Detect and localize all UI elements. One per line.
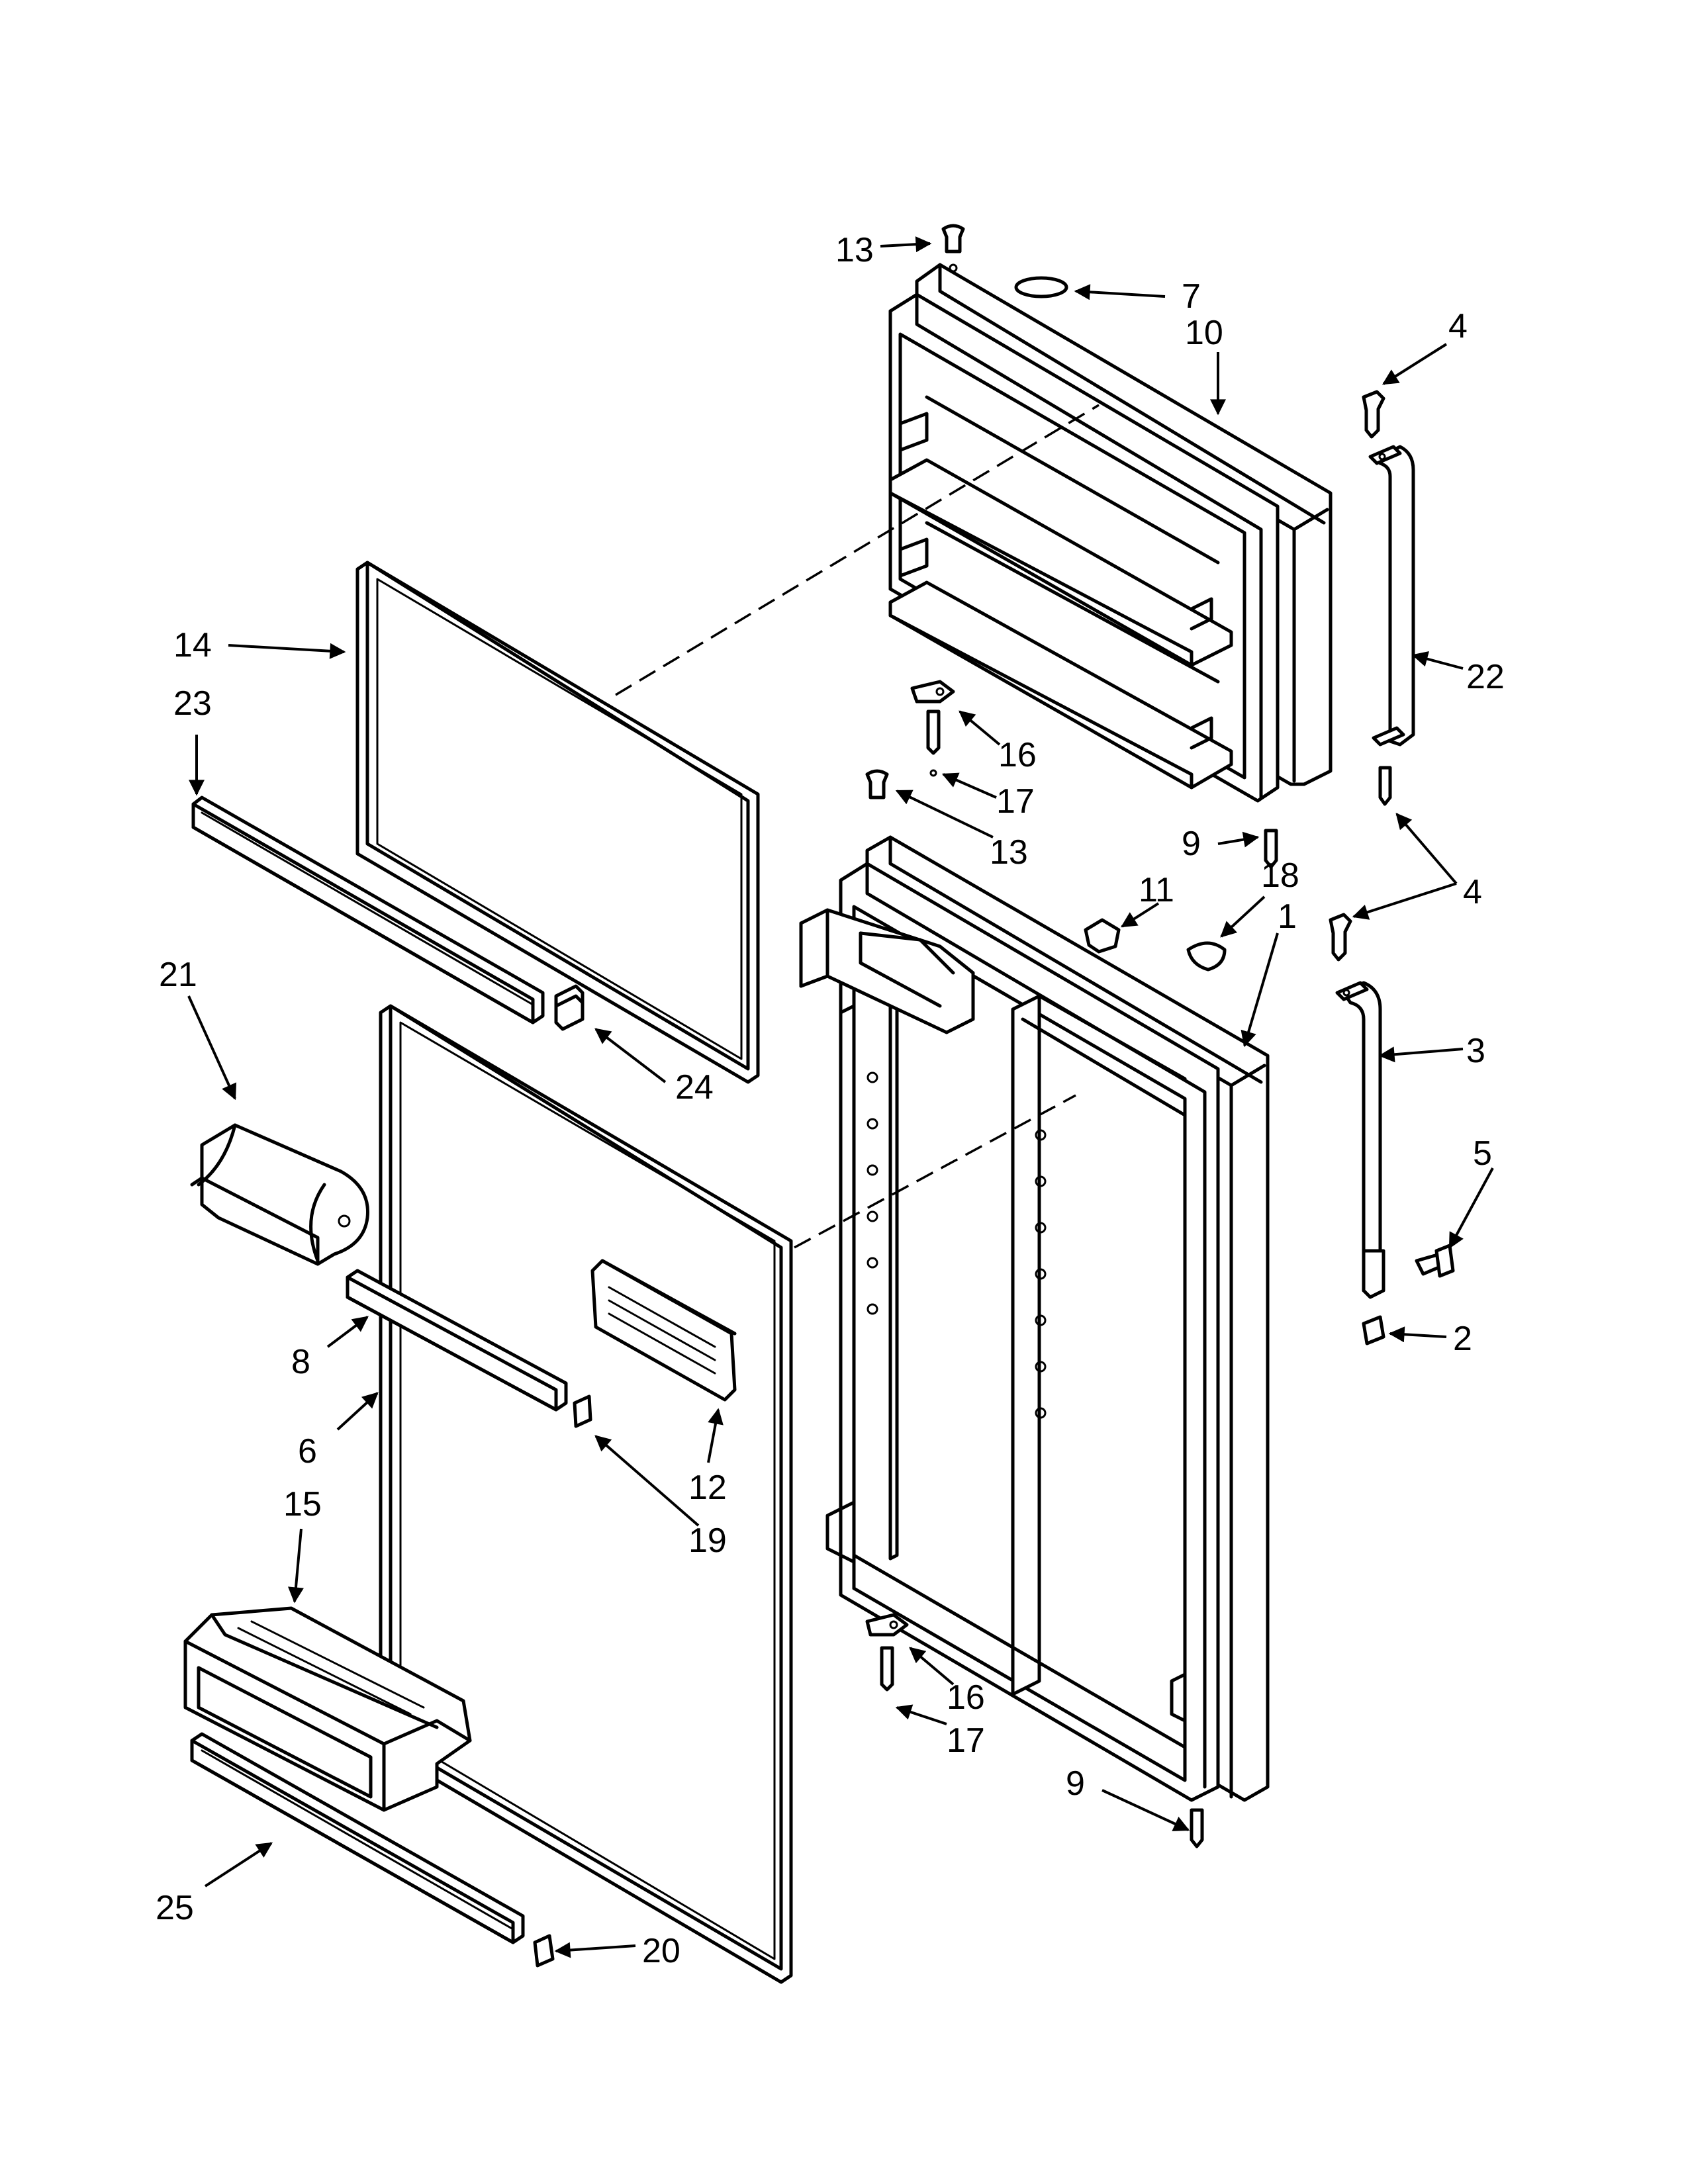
leader-3 xyxy=(1378,1046,1464,1063)
door-bin xyxy=(183,1606,472,1812)
callout-10: 10 xyxy=(1185,314,1223,352)
leader-16-bottom xyxy=(909,1647,955,1686)
fresh-food-door-liner xyxy=(799,862,1220,1802)
dairy-compartment-door xyxy=(190,1123,369,1266)
leader-18 xyxy=(1220,895,1266,938)
freezer-alignment-line xyxy=(615,404,1100,696)
callout-25: 25 xyxy=(156,1889,194,1927)
callout-21: 21 xyxy=(159,956,197,994)
door-stop xyxy=(1084,918,1121,954)
fresh-food-alignment-line xyxy=(794,1094,1076,1249)
callout-17-bottom: 17 xyxy=(947,1721,985,1760)
callout-8: 8 xyxy=(291,1343,310,1381)
leader-1 xyxy=(1241,933,1279,1048)
plug-button xyxy=(1014,276,1068,298)
utility-compartment-door xyxy=(590,1259,737,1402)
callout-14: 14 xyxy=(173,626,212,664)
leader-2 xyxy=(1388,1326,1447,1343)
callout-1: 1 xyxy=(1278,897,1297,936)
leader-11 xyxy=(1120,902,1160,928)
leader-6 xyxy=(336,1392,379,1431)
callout-4-mid: 4 xyxy=(1463,873,1482,911)
leader-19 xyxy=(594,1435,700,1527)
leader-25 xyxy=(204,1842,273,1888)
handle-screw-side xyxy=(1415,1244,1455,1278)
callout-17-top: 17 xyxy=(996,782,1035,821)
bottom-shelf-end-cap xyxy=(533,1934,555,1968)
screw-fresh-food-bottom xyxy=(1190,1808,1204,1848)
freezer-door-gasket xyxy=(355,561,760,1084)
leader-24 xyxy=(594,1028,667,1083)
callout-3: 3 xyxy=(1466,1032,1485,1070)
hinge-pin-center xyxy=(865,769,889,799)
callout-5: 5 xyxy=(1473,1134,1492,1173)
screw-freezer-bottom xyxy=(1264,829,1278,869)
callout-22: 22 xyxy=(1466,658,1505,696)
leader-4-mid-a xyxy=(1395,813,1458,885)
leader-17-bottom xyxy=(895,1704,947,1725)
callout-9-bottom: 9 xyxy=(1066,1764,1085,1803)
callout-13-center: 13 xyxy=(990,833,1028,872)
leader-12 xyxy=(707,1408,724,1463)
freezer-shelf-end-cap xyxy=(554,984,585,1031)
leader-21 xyxy=(187,995,237,1101)
leader-16-top xyxy=(959,710,1001,746)
callout-19: 19 xyxy=(688,1522,727,1560)
door-shelf-retainer xyxy=(346,1269,568,1412)
screw-handle-top xyxy=(1362,390,1385,439)
callout-15: 15 xyxy=(283,1485,322,1524)
callout-11: 11 xyxy=(1139,871,1174,909)
hinge-bracket-lower xyxy=(865,1613,909,1692)
freezer-door-liner xyxy=(888,293,1280,803)
callout-16-bottom: 16 xyxy=(947,1678,985,1717)
freezer-shelf-retainer xyxy=(191,796,545,1024)
leader-13-center xyxy=(895,790,994,839)
leader-15 xyxy=(288,1528,304,1604)
fresh-food-door-gasket xyxy=(379,1004,793,1984)
leader-7 xyxy=(1074,284,1166,300)
hinge-pin-top xyxy=(941,224,965,273)
callout-13-top: 13 xyxy=(835,231,874,269)
callout-4-top: 4 xyxy=(1448,307,1468,345)
hinge-bracket-upper xyxy=(910,680,955,777)
leader-9-top xyxy=(1217,831,1260,848)
callout-16-top: 16 xyxy=(998,736,1037,774)
leader-13-top xyxy=(880,236,932,253)
leader-17-top xyxy=(941,772,997,799)
callout-9-top: 9 xyxy=(1182,825,1201,863)
leader-4-top xyxy=(1382,343,1448,385)
callout-6: 6 xyxy=(298,1432,317,1471)
handle-end-cap xyxy=(1362,1315,1385,1345)
door-shelf-end-cap xyxy=(573,1394,592,1428)
callout-18: 18 xyxy=(1261,856,1299,895)
callout-24: 24 xyxy=(675,1068,714,1107)
callout-23: 23 xyxy=(173,684,212,723)
leader-9-bottom xyxy=(1102,1789,1190,1831)
leader-4-mid-b xyxy=(1352,882,1457,920)
leader-5 xyxy=(1448,1167,1494,1250)
leader-22 xyxy=(1411,651,1464,670)
callout-7: 7 xyxy=(1182,277,1201,316)
fresh-food-door-handle xyxy=(1335,981,1385,1299)
leader-8 xyxy=(326,1316,369,1348)
leader-20 xyxy=(554,1942,636,1958)
plug-cap xyxy=(1186,941,1227,972)
callout-12: 12 xyxy=(688,1469,727,1507)
bottom-shelf-retainer xyxy=(190,1732,525,1944)
freezer-door-handle xyxy=(1368,445,1415,747)
screw-handle-lower xyxy=(1329,766,1392,962)
callout-2: 2 xyxy=(1453,1320,1472,1358)
leader-14 xyxy=(228,643,346,659)
callout-20: 20 xyxy=(642,1932,680,1970)
